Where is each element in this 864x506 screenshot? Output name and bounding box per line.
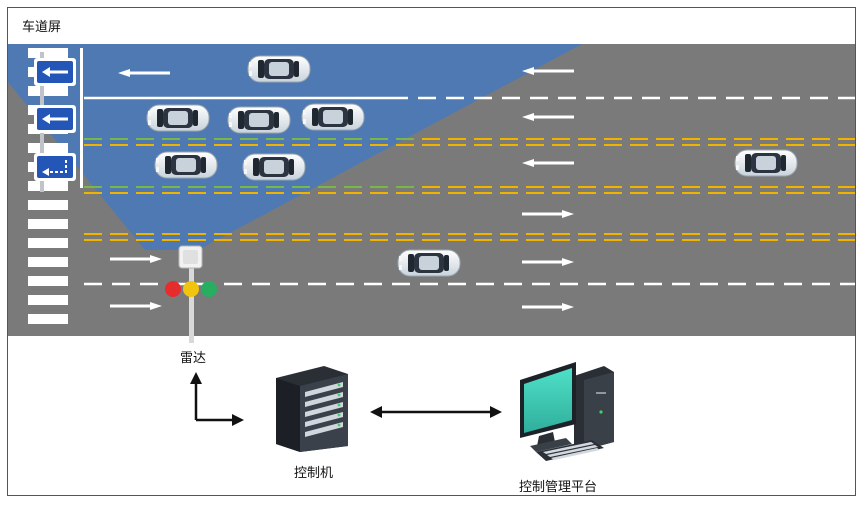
car [734, 149, 798, 177]
platform-label: 控制管理平台 [519, 480, 598, 495]
lane-screens [34, 52, 76, 192]
double-arrow-icon [370, 406, 502, 418]
radar-pole [178, 245, 203, 343]
car [227, 106, 291, 134]
car [301, 103, 365, 131]
car [146, 104, 210, 132]
lane-screen-sign [34, 58, 76, 86]
lane-screen-sign [34, 153, 76, 181]
traffic-light [165, 281, 217, 297]
stop-line [80, 48, 83, 188]
turn-left-icon [48, 160, 67, 173]
lane-screen-sign [34, 105, 76, 133]
arrow-left-icon [42, 67, 68, 77]
lane-screen-label: 车道屏 [22, 20, 62, 35]
car [247, 55, 311, 83]
server-cabinet-icon [276, 366, 348, 452]
desktop-computer-icon [520, 362, 614, 461]
controller-label: 控制机 [294, 466, 334, 481]
radar-coverage-beam [8, 44, 582, 250]
car [154, 151, 218, 179]
arrow-left-icon [42, 114, 68, 124]
radar-label: 雷达 [180, 351, 207, 366]
car [397, 249, 461, 277]
axis-arrows-icon [190, 372, 244, 426]
crosswalk [28, 48, 68, 324]
car [242, 153, 306, 181]
